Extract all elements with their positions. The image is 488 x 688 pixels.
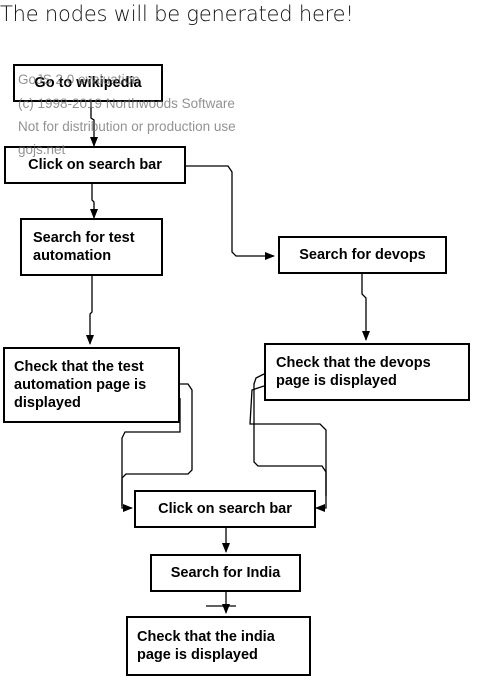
node-label: Check that the devops page is displayed [276, 355, 431, 389]
edge-search-to-devops [186, 165, 275, 260]
node-search-india[interactable]: Search for India [150, 554, 301, 592]
node-click-search-bar[interactable]: Click on search bar [4, 146, 186, 184]
node-click-search-bar-2[interactable]: Click on search bar [134, 490, 316, 528]
edge-devops-to-check [361, 274, 370, 341]
node-label: Go to wikipedia [34, 75, 142, 91]
node-label: Check that the india page is displayed [137, 629, 275, 663]
node-label: Search for India [170, 565, 281, 581]
node-label: Search for test automation [33, 230, 135, 264]
edge-test-to-check [86, 276, 94, 345]
node-label: Search for devops [299, 247, 426, 263]
node-check-india[interactable]: Check that the india page is displayed [126, 616, 311, 676]
node-label: Check that the test automation page is d… [14, 359, 147, 411]
node-label: Click on search bar [158, 501, 292, 517]
edge-search-to-test [90, 184, 98, 219]
node-go-to-wikipedia[interactable]: Go to wikipedia [13, 64, 163, 102]
node-check-devops[interactable]: Check that the devops page is displayed [264, 343, 470, 401]
node-check-test-automation[interactable]: Check that the test automation page is d… [3, 347, 180, 423]
node-search-devops[interactable]: Search for devops [278, 236, 447, 274]
edge-checkdevops-to-search2-b [249, 385, 327, 496]
node-search-test-automation[interactable]: Search for test automation [20, 218, 163, 276]
node-label: Click on search bar [28, 157, 162, 173]
edge-checktest-to-search2-b [121, 398, 181, 506]
page-heading: The nodes will be generated here! [0, 2, 354, 26]
edge-wiki-to-search [90, 102, 98, 147]
